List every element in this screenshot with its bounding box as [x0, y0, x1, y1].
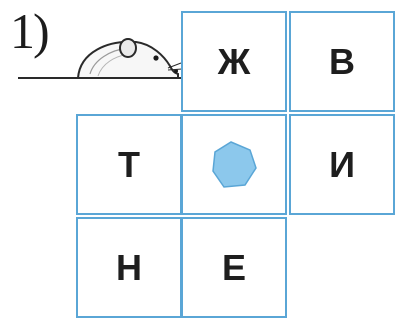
grid-cell-e: Е: [181, 217, 287, 318]
mouse-icon: [18, 30, 182, 86]
grid-cell-zh: Ж: [181, 11, 287, 112]
grid-cell-i: И: [289, 114, 395, 215]
grid-cell-v: В: [289, 11, 395, 112]
grid-cell-t: Т: [76, 114, 182, 215]
grid-cell-n: Н: [76, 217, 182, 318]
hexagon-shape: [209, 140, 259, 190]
grid-cell-center: [181, 114, 287, 215]
